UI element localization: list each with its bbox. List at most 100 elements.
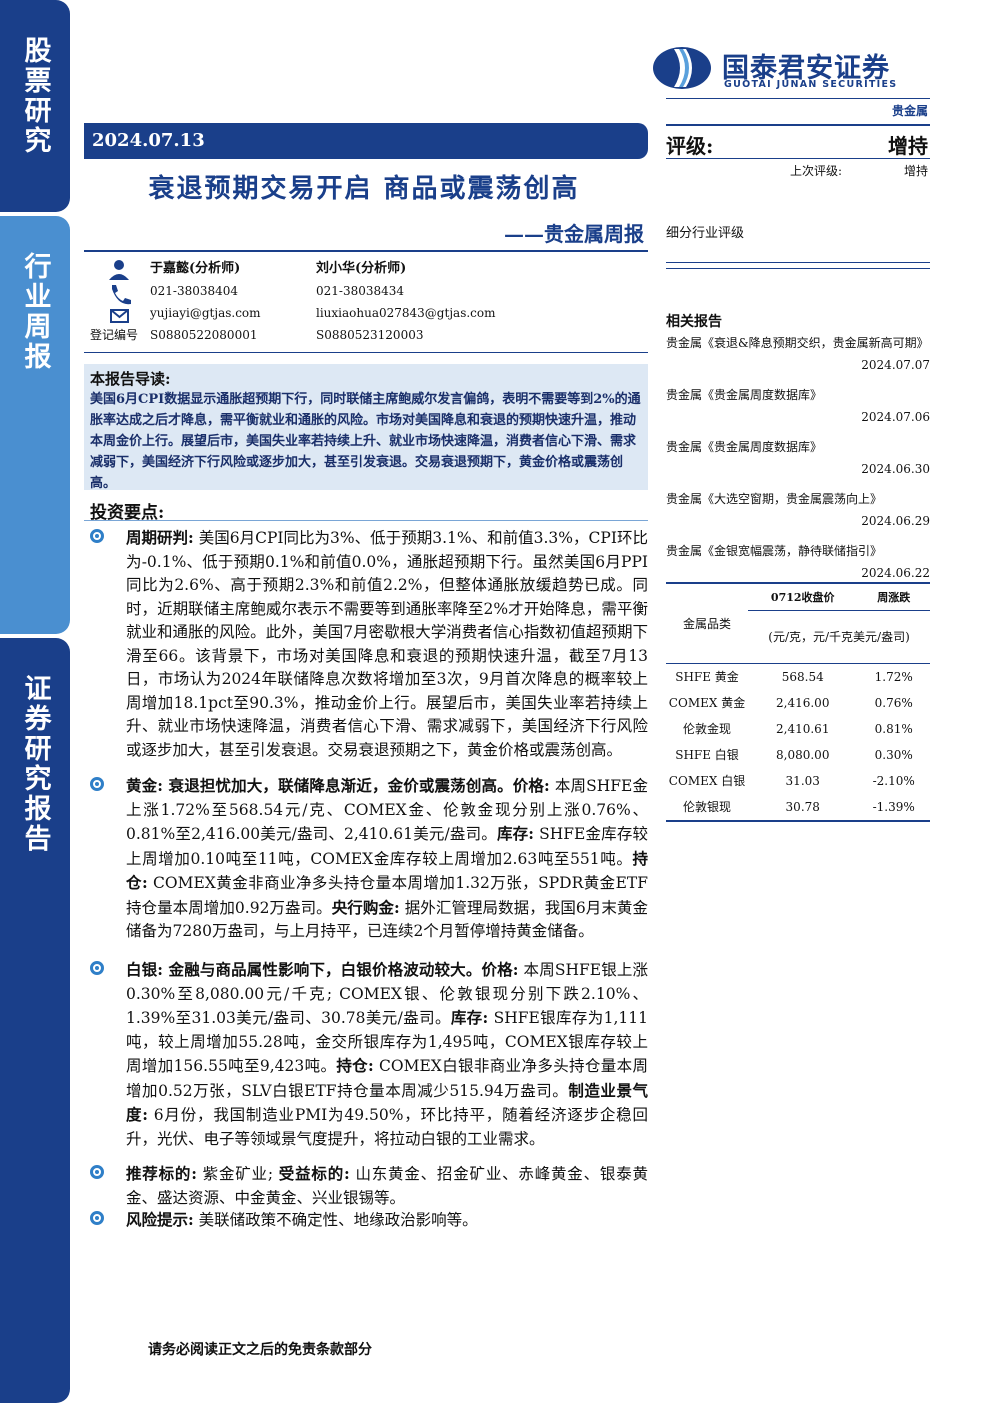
table-cell: 0.81% [874,721,913,736]
table-row: 伦敦金现 2,410.61 0.81% [666,716,930,742]
bullet-body-text: 美联储政策不确定性、地缘政治影响等。 [193,1211,478,1229]
sector-label: 贵金属 [891,104,928,118]
table-cell: -2.10% [872,773,915,788]
related-report-title[interactable]: 贵金属《金银宽幅震荡，静待联储指引》 [666,544,883,558]
related-report-date: 2024.06.22 [861,566,930,580]
section-title: 投资要点: [90,503,165,523]
person-icon [109,260,129,280]
reg-label: 登记编号 [90,328,139,342]
table-cell: 伦敦金现 [683,722,732,736]
bullet-gold: 黄金: 衰退担忧加大，联储降息渐近，金价或震荡创高。价格: 本周SHFE金上涨1… [90,774,648,944]
report-date: 2024.07.13 [84,123,648,159]
bullet-icon [90,961,104,975]
abstract-body: 美国6月CPI数据显示通胀超预期下行，同时联储主席鲍威尔发言偏鸽，表明不需要等到… [90,392,641,491]
table-cell: 2,410.61 [776,721,830,736]
bullet-text: 风险提示: 美联储政策不确定性、地缘政治影响等。 [126,1208,648,1233]
brand-logo: 国泰君安证券 GUOTAI JUNAN SECURITIES [652,44,932,94]
side-tab-label: 行业周报 [19,252,51,372]
page-title: 衰退预期交易开启 商品或震荡创高 [148,174,580,204]
analyst-name: 刘小华(分析师) [316,261,407,276]
table-cell: COMEX 白银 [668,774,746,788]
bullet-key-phrase: 白银: 金融与商品属性影响下，白银价格波动较大。价格: [126,960,519,979]
page-subtitle: ——贵金属周报 [504,222,644,246]
bullet-key-phrase: 制造业景气度: [126,1080,648,1125]
related-report-title[interactable]: 贵金属《衰退&降息预期交织，贵金属新高可期》 [666,336,929,350]
contact-icons [109,260,131,323]
disclaimer-note: 请务必阅读正文之后的免责条款部分 [148,1342,372,1358]
bullet-body-text: COMEX黄金非商业净多头持仓量本周增加1.32万张，SPDR黄金ETF持仓量本… [126,874,648,917]
bullet-icon [90,529,104,543]
table-cell: 2,416.00 [776,695,830,710]
prev-rating-label: 上次评级: [790,164,843,178]
table-cell: 30.78 [785,799,820,814]
bullet-text: 黄金: 衰退担忧加大，联储降息渐近，金价或震荡创高。价格: 本周SHFE金上涨1… [126,774,648,944]
bullet-key-phrase: 持仓: [336,1056,374,1075]
table-cell: COMEX 黄金 [668,696,746,710]
table-row: 伦敦银现 30.78 -1.39% [666,794,930,820]
bullet-body-text: 本周SHFE银上涨0.30%至8,080.00元/千克; COMEX银、伦敦银现… [126,961,648,1027]
unit-label: (元/克，元/千克美元/盎司) [748,610,930,663]
price-table: 金属品类 0712收盘价 周涨跌 (元/克，元/千克美元/盎司) SHFE 黄金… [666,584,930,820]
bullet-icon [90,1165,104,1179]
related-report-date: 2024.07.06 [861,410,930,424]
analyst-reg: S0880523120003 [316,328,424,342]
table-cell: 31.03 [785,773,820,788]
bullet-key-phrase: 风险提示: [126,1210,194,1229]
brand-name-cn: 国泰君安证券 [722,53,890,84]
bullet-body-text: 本周SHFE金上涨1.72%至568.54元/克、COMEX金、伦敦金现分别上涨… [126,777,648,843]
analyst-phone: 021-38038434 [316,284,405,298]
table-cell: SHFE 白银 [675,748,739,762]
bullet-key-phrase: 周期研判: [126,528,194,547]
related-report-title[interactable]: 贵金属《大选空窗期，贵金属震荡向上》 [666,492,883,506]
table-cell: -1.39% [872,799,915,814]
related-report-date: 2024.06.30 [861,462,930,476]
col-header-close: 0712收盘价 [770,591,835,604]
bullet-key-phrase: 推荐标的: [126,1164,197,1183]
price-table-wrap: 金属品类 0712收盘价 周涨跌 (元/克，元/千克美元/盎司) SHFE 黄金… [666,582,930,822]
report-abstract: 本报告导读: 美国6月CPI数据显示通胀超预期下行，同时联储主席鲍威尔发言偏鸽，… [84,364,648,491]
related-report-title[interactable]: 贵金属《贵金属周度数据库》 [666,388,823,402]
mail-icon [110,309,129,323]
table-cell: 568.54 [781,669,824,684]
analyst-name: 于嘉懿(分析师) [150,261,241,276]
analyst-card: 刘小华(分析师) 021-38038434 liuxiaohua027843@g… [316,258,495,346]
bullet-key-phrase: 持仓: [126,848,648,893]
abstract-heading: 本报告导读: [90,370,171,388]
bullet-icon [90,1211,104,1225]
bullet-text: 白银: 金融与商品属性影响下，白银价格波动较大。价格: 本周SHFE银上涨0.3… [126,958,648,1151]
analyst-email[interactable]: liuxiaohua027843@gtjas.com [316,306,496,320]
bullet-cycle: 周期研判: 美国6月CPI同比为3%、低于预期3.1%、和前值3.3%，CPI环… [90,526,648,762]
bullet-body-text: SHFE金库存较上周增加0.10吨至11吨，COMEX金库存较上周增加2.63吨… [126,825,648,868]
bullet-picks: 推荐标的: 紫金矿业; 受益标的: 山东黄金、招金矿业、赤峰黄金、银泰黄金、盛达… [90,1162,648,1210]
bullet-text: 周期研判: 美国6月CPI同比为3%、低于预期3.1%、和前值3.3%，CPI环… [126,526,648,762]
bullet-body-text: 山东黄金、招金矿业、赤峰黄金、银泰黄金、盛达资源、中金黄金、兴业银锡等。 [126,1165,648,1207]
bullet-text: 推荐标的: 紫金矿业; 受益标的: 山东黄金、招金矿业、赤峰黄金、银泰黄金、盛达… [126,1162,648,1210]
related-report-date: 2024.07.07 [861,358,930,372]
table-row: COMEX 白银 31.03 -2.10% [666,768,930,794]
side-tab-label: 股票研究 [19,36,51,156]
analyst-email[interactable]: yujiayi@gtjas.com [150,306,261,320]
table-cell: 伦敦银现 [683,800,732,814]
bullet-key-phrase: 受益标的: [278,1164,350,1183]
bullet-body-text: 6月份，我国制造业PMI为49.50%，环比持平，随着经济逐步企稳回升，光伏、电… [126,1106,648,1148]
analyst-reg: S0880522080001 [150,328,258,342]
bullet-risk: 风险提示: 美联储政策不确定性、地缘政治影响等。 [90,1208,648,1233]
rating-subtitle: 细分行业评级 [666,226,745,241]
brand-emblem-icon [653,47,711,89]
bullet-key-phrase: 库存: [450,1008,489,1027]
side-tab-stock-research: 股票研究 [0,0,70,212]
bullet-key-phrase: 黄金: 衰退担忧加大，联储降息渐近，金价或震荡创高。价格: [126,776,550,795]
side-tab-weekly: 行业周报 [0,216,70,634]
side-tab-securities-report: 证券研究报告 [0,638,70,1403]
prev-rating-value: 增持 [903,164,928,178]
table-cell: 1.72% [874,669,913,684]
table-cell: 8,080.00 [776,747,830,762]
bullet-icon [90,777,104,791]
related-report-date: 2024.06.29 [861,514,930,528]
related-report-title[interactable]: 贵金属《贵金属周度数据库》 [666,440,823,454]
side-tab-label: 证券研究报告 [19,674,51,854]
